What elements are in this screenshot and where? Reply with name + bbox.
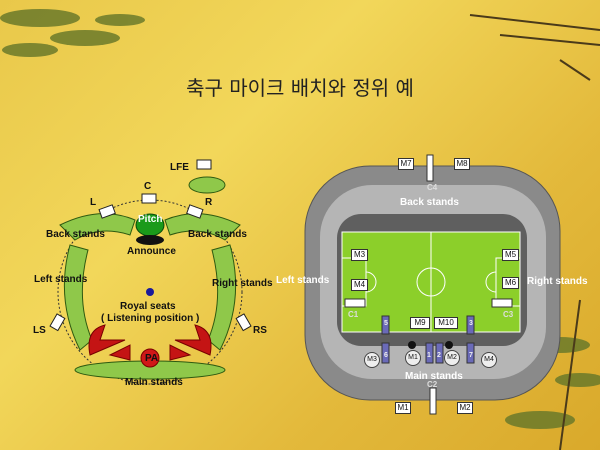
rd-right-stands-label: Right stands	[527, 276, 588, 287]
listening-position-dot	[146, 288, 154, 296]
pitch-label: Pitch	[138, 214, 163, 225]
mic-m5-box: M5	[502, 249, 519, 261]
post-6-label: 6	[384, 352, 388, 359]
camera-c4-label: C4	[427, 183, 438, 192]
mic-m1-box: M1	[395, 402, 411, 414]
announce-blob	[136, 235, 164, 245]
pa-circle	[140, 348, 160, 368]
speaker-lfe-label: LFE	[170, 162, 189, 173]
speaker-r-label: R	[205, 197, 213, 208]
post-3-label: 3	[469, 320, 473, 327]
camera-c3-label: C3	[503, 310, 514, 319]
back-stands-left-label: Back stands	[46, 229, 105, 240]
mic-m7-box: M7	[398, 158, 414, 170]
post-7-label: 7	[469, 352, 473, 359]
mic-m2-box: M2	[457, 402, 473, 414]
mic-m8-box: M8	[454, 158, 470, 170]
speaker-rs-label: RS	[253, 325, 267, 336]
mic-m9-box: M9	[410, 317, 430, 329]
left-stands-label: Left stands	[34, 274, 88, 285]
main-stands-label: Main stands	[125, 377, 183, 388]
speaker-l-label: L	[90, 197, 97, 208]
mic-m3-box: M3	[351, 249, 368, 261]
mic-m4-circle: M4	[481, 352, 497, 368]
right-stand-shape	[207, 244, 237, 351]
announce-label: Announce	[127, 246, 176, 257]
rd-left-stands-label: Left stands	[276, 275, 330, 286]
mic-m2-circle: M2	[444, 350, 460, 366]
mic-m4-box: M4	[351, 279, 368, 291]
mic-m10-box: M10	[434, 317, 458, 329]
camera-c2-label: C2	[427, 380, 438, 389]
listening-position-label: ( Listening position )	[101, 313, 200, 324]
post-2-label: 2	[437, 352, 441, 359]
royal-seats-label: Royal seats	[120, 301, 176, 312]
post-5-label: 5	[384, 320, 388, 327]
mic-m6-box: M6	[502, 277, 519, 289]
mic-m3-circle: M3	[364, 352, 380, 368]
pa-label: PA	[145, 353, 159, 364]
rd-back-stands-label: Back stands	[400, 197, 459, 208]
rd-main-stands-label: Main stands	[405, 371, 463, 382]
right-stands-label: Right stands	[212, 278, 273, 289]
slide-title: 축구 마이크 배치와 정위 예	[186, 76, 414, 100]
left-stand-shape	[63, 244, 93, 351]
post-1-label: 1	[427, 352, 431, 359]
speaker-ls-label: LS	[33, 325, 46, 336]
mic-m1-circle: M1	[405, 350, 421, 366]
camera-c1-label: C1	[348, 310, 359, 319]
speaker-c-label: C	[144, 181, 152, 192]
back-stands-right-label: Back stands	[188, 229, 247, 240]
lfe-blob	[188, 176, 226, 194]
